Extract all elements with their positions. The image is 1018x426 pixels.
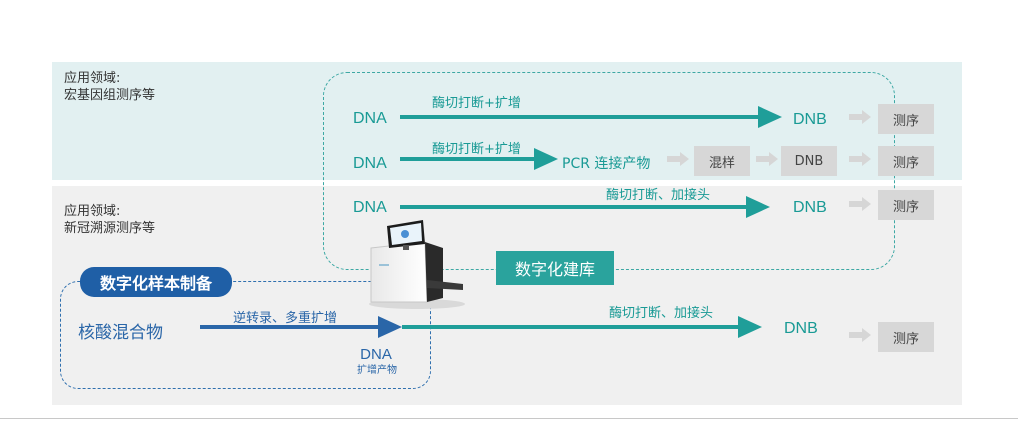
product-title: DNA xyxy=(360,346,392,363)
row2-step: 酶切打断+扩增 xyxy=(432,142,521,157)
row2-arrow-line xyxy=(400,157,536,161)
product-sub: 扩增产物 xyxy=(357,365,397,376)
instrument-icon xyxy=(369,220,465,309)
bottom-area-title: 应用领域: xyxy=(64,204,121,219)
row3-dnb: DNB xyxy=(793,199,827,216)
row2-dnb-box: DNB xyxy=(781,146,837,176)
row2-arrow-head xyxy=(534,148,558,170)
digital-sample-group xyxy=(60,281,431,389)
row3-dna: DNA xyxy=(353,199,387,216)
sample-step2: 酶切打断、加接头 xyxy=(609,306,714,321)
sample-step: 逆转录、多重扩增 xyxy=(233,311,338,326)
row2-grey-arrow-2 xyxy=(756,156,770,162)
row3-seq-box: 测序 xyxy=(878,190,934,220)
row2-grey-arrow-1 xyxy=(667,156,681,162)
sample-grey-arrow xyxy=(849,332,863,338)
sample-source: 核酸混合物 xyxy=(78,323,163,343)
row2-grey-arrow-head-1 xyxy=(680,152,689,166)
row1-arrow-head xyxy=(758,106,782,128)
row3-arrow-line xyxy=(400,205,748,209)
row2-grey-arrow-head-2 xyxy=(769,152,778,166)
row2-mix-box: 混样 xyxy=(694,146,750,176)
row1-arrow-line xyxy=(400,115,760,119)
sample-arrow-head xyxy=(378,316,402,338)
row3-grey-arrow xyxy=(849,201,863,207)
divider xyxy=(0,418,1018,419)
row1-grey-arrow xyxy=(849,114,863,120)
row2-grey-arrow-head-3 xyxy=(862,152,871,166)
row3-step: 酶切打断、加接头 xyxy=(606,188,711,203)
top-area-desc: 宏基因组测序等 xyxy=(64,88,156,103)
top-area-title: 应用领域: xyxy=(64,71,121,86)
row2-grey-arrow-3 xyxy=(849,156,863,162)
bottom-area-label: 应用领域: 新冠溯源测序等 xyxy=(64,203,155,237)
row3-arrow-head xyxy=(746,196,770,218)
row1-seq-box: 测序 xyxy=(878,104,934,134)
row2-pcr: PCR 连接产物 xyxy=(562,156,651,172)
row2-dna: DNA xyxy=(353,155,387,172)
row1-dnb: DNB xyxy=(793,111,827,128)
digital-library-tag: 数字化建库 xyxy=(496,251,614,285)
digital-sample-pill: 数字化样本制备 xyxy=(80,267,232,297)
sample-arrow-line xyxy=(200,325,380,329)
row1-grey-arrow-head xyxy=(862,110,871,124)
row1-step: 酶切打断+扩增 xyxy=(432,96,521,111)
row3-grey-arrow-head xyxy=(862,197,871,211)
bottom-area-desc: 新冠溯源测序等 xyxy=(64,221,156,236)
sample-arrow2-head xyxy=(738,316,762,338)
row1-dna: DNA xyxy=(353,110,387,127)
sample-dnb: DNB xyxy=(784,320,818,337)
sample-grey-arrow-head xyxy=(862,328,871,342)
sample-seq-box: 测序 xyxy=(878,322,934,352)
top-area-label: 应用领域: 宏基因组测序等 xyxy=(64,70,155,104)
row2-seq-box: 测序 xyxy=(878,146,934,176)
sample-arrow2-line xyxy=(402,325,740,329)
